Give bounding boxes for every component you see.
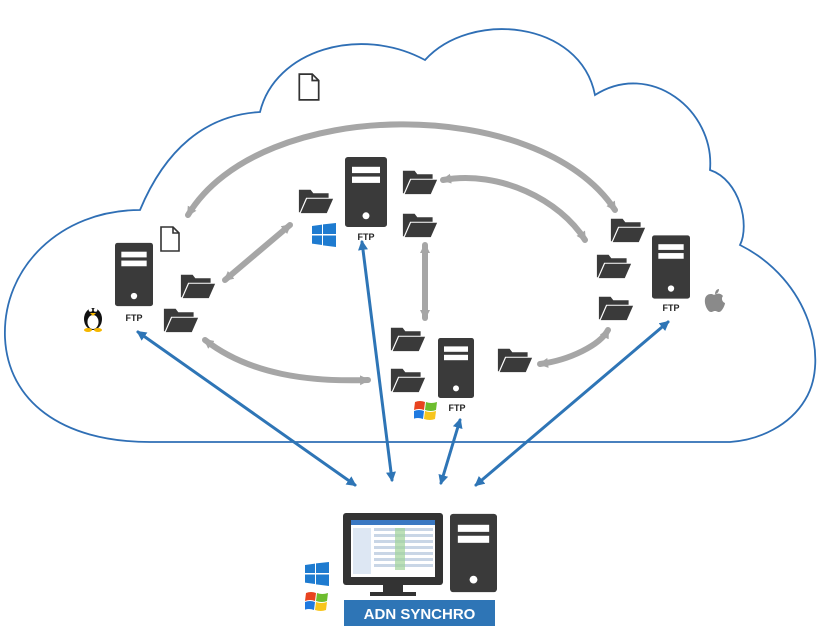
arrow-windows-mac-top — [440, 173, 588, 243]
arrow-linux-mac-arc — [185, 121, 618, 218]
windows-bottom-server-label: FTP — [449, 403, 466, 413]
folder-icon — [402, 170, 438, 195]
folder-icon — [598, 296, 634, 321]
windows-server-top-node: FTP — [298, 157, 438, 247]
folder-icon — [610, 218, 646, 243]
apple-logo-icon — [704, 289, 725, 312]
arrow-client-windows-bottom — [438, 418, 463, 485]
windows-xp-logo-icon — [414, 401, 437, 420]
client-workstation: ADN SYNCHRO — [305, 513, 497, 626]
folder-icon — [390, 327, 426, 352]
arrow-linux-windows-bottom — [202, 337, 371, 386]
arrow-client-linux — [136, 330, 357, 487]
arrow-client-windows-top — [358, 240, 396, 482]
folder-icon — [596, 254, 632, 279]
folder-icon — [497, 348, 533, 373]
arrow-windows-mac-bottom — [537, 327, 611, 368]
mac-server-node: FTP — [596, 218, 725, 321]
arrow-linux-windows-top — [222, 222, 293, 283]
client-label-bg — [344, 600, 495, 626]
server-tower-icon — [345, 157, 387, 227]
client-label: ADN SYNCHRO — [364, 606, 476, 623]
server-tower-icon — [115, 242, 153, 307]
folder-icon — [163, 308, 199, 333]
server-tower-icon — [438, 338, 474, 398]
folder-icon — [402, 213, 438, 238]
mac-server-label: FTP — [663, 303, 680, 313]
linux-server-node: FTP — [84, 242, 216, 333]
arrow-client-mac — [474, 320, 670, 487]
linux-tux-icon — [84, 308, 102, 332]
folder-icon — [390, 368, 426, 393]
file-icon — [160, 226, 180, 252]
cloud-outline — [4, 28, 817, 443]
server-tower-icon — [450, 513, 497, 593]
linux-server-label: FTP — [126, 313, 143, 323]
blue-client-arrows — [136, 240, 670, 487]
windows-top-server-label: FTP — [358, 232, 375, 242]
windows-server-bottom-node: FTP — [390, 327, 533, 420]
windows-modern-logo-icon — [305, 562, 329, 586]
folder-icon — [298, 189, 334, 214]
server-tower-icon — [652, 235, 690, 299]
windows-xp-logo-icon — [305, 592, 328, 611]
windows-modern-logo-icon — [312, 223, 336, 247]
folder-icon — [180, 274, 216, 299]
file-icon — [298, 73, 320, 101]
